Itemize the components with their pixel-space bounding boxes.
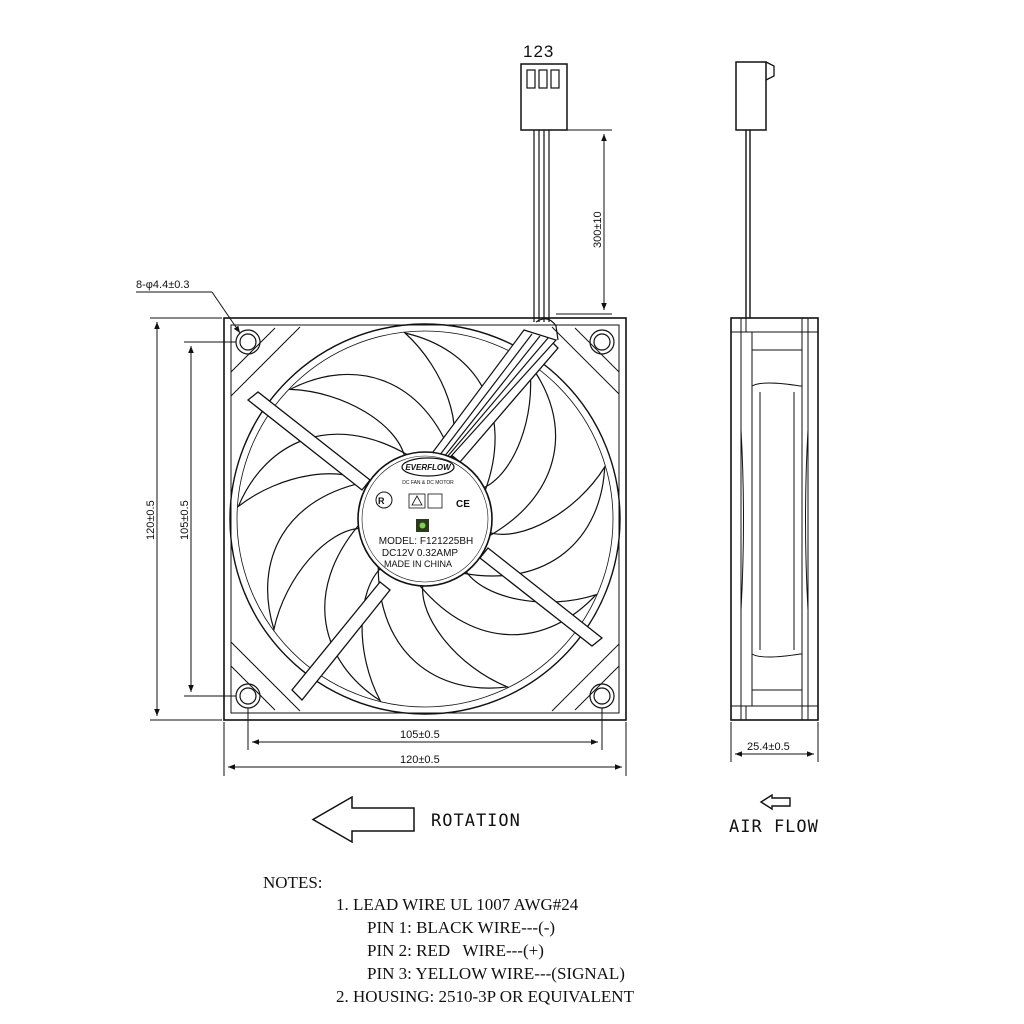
fan-side-view <box>730 61 819 721</box>
pin-3-slot <box>550 69 560 89</box>
hub-brand: EVERFLOW <box>405 463 452 472</box>
notes-title: NOTES: <box>263 873 323 892</box>
note-lead-wire: 1. LEAD WIRE UL 1007 AWG#24 <box>336 895 579 914</box>
note-pin-1: PIN 1: BLACK WIRE---(-) <box>367 918 555 937</box>
cable-length-dimension: 300±10 <box>556 129 612 315</box>
fan-blade <box>287 373 454 460</box>
hub-subtitle: DC FAN & DC MOTOR <box>402 480 454 486</box>
hub-model: MODEL: F121225BH <box>379 536 474 547</box>
pin-numbers: 123 <box>523 42 554 61</box>
width-holes-dimension: 105±0.5 <box>247 708 603 750</box>
airflow-label: AIR FLOW <box>729 817 819 837</box>
width-holes-label: 105±0.5 <box>400 729 440 741</box>
fan-frame-inner <box>230 324 620 714</box>
width-outer-label: 120±0.5 <box>400 754 440 766</box>
airflow-arrow-icon <box>759 793 791 811</box>
width-outer-dimension: 120±0.5 <box>223 722 627 776</box>
airflow-indicator: AIR FLOW <box>729 793 819 837</box>
rotation-arrow-icon <box>311 795 415 844</box>
height-holes-dimension: 105±0.5 <box>179 341 236 697</box>
note-pin-3: PIN 3: YELLOW WIRE---(SIGNAL) <box>367 964 625 983</box>
rotation-indicator: ROTATION <box>311 795 521 844</box>
pin-2-slot <box>538 69 548 89</box>
connector-side-housing <box>735 61 767 131</box>
fan-blade <box>236 433 409 509</box>
fan-blade <box>324 523 383 703</box>
notes-block: NOTES: 1. LEAD WIRE UL 1007 AWG#24 PIN 1… <box>263 873 635 1006</box>
hole-callout: 8-φ4.4±0.3 <box>136 279 241 334</box>
connector-housing <box>520 63 568 131</box>
fan-hub: EVERFLOW DC FAN & DC MOTOR R CE MODEL: F… <box>357 451 493 587</box>
note-housing: 2. HOUSING: 2510-3P OR EQUIVALENT <box>336 987 635 1006</box>
side-frame <box>730 317 819 721</box>
depth-label: 25.4±0.5 <box>747 741 790 753</box>
frame-corner-lines <box>230 326 620 712</box>
cert-box-icon <box>427 493 443 509</box>
fan-frame-outer <box>223 317 627 721</box>
fan-blade <box>377 564 510 689</box>
lead-wires <box>533 130 550 322</box>
fan-venturi-inner <box>236 330 614 708</box>
rotation-label: ROTATION <box>431 811 521 831</box>
fan-blade <box>462 464 606 577</box>
fan-blade <box>267 480 372 632</box>
pin-1-slot <box>526 69 536 89</box>
fan-venturi-outer <box>229 323 621 715</box>
note-pin-2: PIN 2: RED WIRE---(+) <box>367 941 544 960</box>
ul-mark-icon: R <box>375 491 393 509</box>
fan-blade <box>418 569 599 636</box>
connector-front: 123 <box>520 42 568 322</box>
fan-front-view: EVERFLOW DC FAN & DC MOTOR R CE MODEL: F… <box>223 317 627 721</box>
support-struts <box>246 337 604 701</box>
wire-exit-loop <box>535 318 559 341</box>
wire-channel <box>429 329 558 465</box>
ce-mark: CE <box>456 499 470 510</box>
cable-length-label: 300±10 <box>592 211 604 248</box>
fan-blades <box>236 331 606 703</box>
height-holes-label: 105±0.5 <box>179 500 191 540</box>
hub-origin: MADE IN CHINA <box>384 559 452 569</box>
height-outer-dimension: 120±0.5 <box>145 317 222 721</box>
height-outer-label: 120±0.5 <box>145 500 157 540</box>
hole-spec-label: 8-φ4.4±0.3 <box>136 279 190 291</box>
svg-text:R: R <box>378 496 385 506</box>
depth-dimension: 25.4±0.5 <box>730 722 819 762</box>
hub-rating: DC12V 0.32AMP <box>382 548 458 559</box>
tuv-mark-icon <box>408 493 426 509</box>
